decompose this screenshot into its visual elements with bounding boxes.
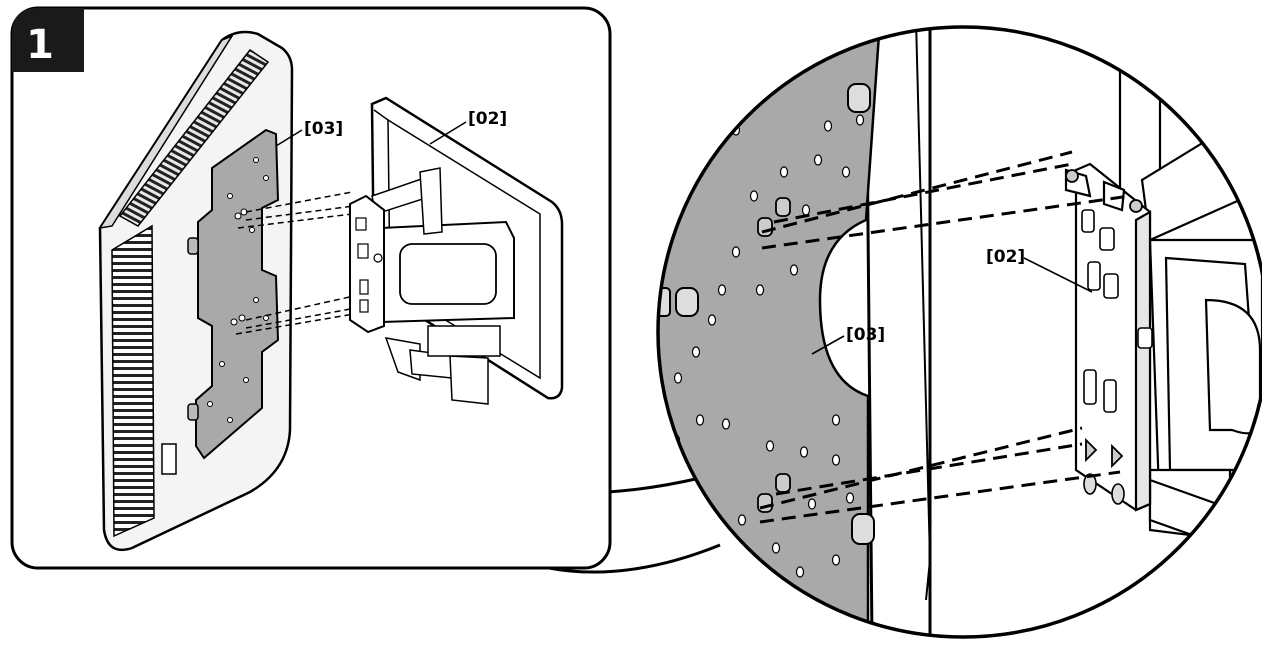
monitor-top-vent [118,48,270,227]
wall-mount [349,96,564,405]
alignment-dashes-zoom [759,150,1131,524]
label-adapter-plate-zoom: [03] [846,325,885,345]
label-wall-mount-main: [02] [468,109,507,129]
step-number: 1 [26,22,54,68]
zoom-circle-border [656,25,1262,639]
label-wall-mount-zoom: [02] [986,247,1025,267]
leader-lines-main [275,121,467,147]
step-badge: 1 [12,8,84,72]
alignment-dashes-main [235,191,357,335]
adapter-plate [195,128,280,460]
label-adapter-plate-main: [03] [304,119,343,139]
monitor-screws [187,237,199,421]
monitor-side-vent [111,224,155,538]
